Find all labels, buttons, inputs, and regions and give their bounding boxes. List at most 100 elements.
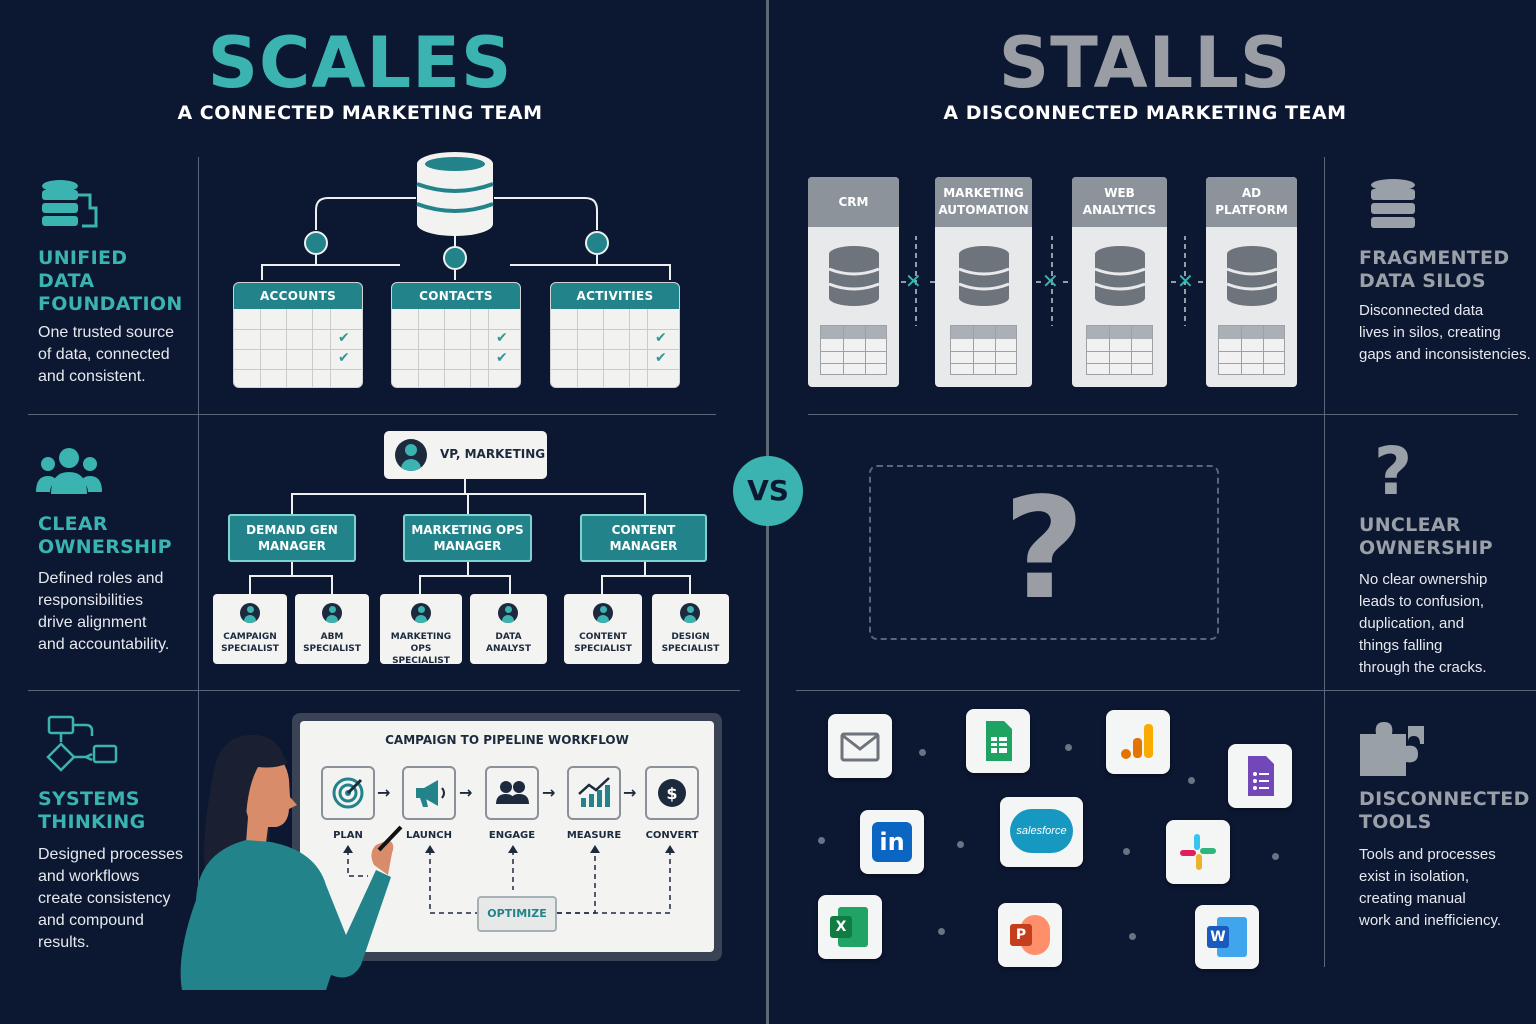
team-icon [36, 448, 102, 494]
megaphone-icon [416, 780, 445, 807]
central-database-icon [416, 152, 494, 236]
measure-step [567, 766, 621, 820]
demand-gen-manager-box: DEMAND GEN MANAGER [228, 514, 356, 562]
presenter-illustration [180, 734, 403, 990]
right-row-divider-2 [796, 690, 1536, 691]
engage-label: ENGAGE [488, 830, 536, 841]
database-icon [958, 246, 1010, 306]
campaign-specialist-card: CAMPAIGN SPECIALIST [213, 594, 287, 664]
powerpoint-icon: P [1010, 924, 1032, 946]
workflow-title: CAMPAIGN TO PIPELINE WORKFLOW [385, 733, 629, 747]
avatar [680, 603, 700, 623]
vp-marketing-label: VP, MARKETING [440, 447, 546, 461]
google-analytics-tile [1106, 710, 1170, 774]
launch-step [402, 766, 456, 820]
web-analytics-silo: WEB ANALYTICS [1072, 177, 1167, 387]
plan-label: PLAN [333, 830, 363, 841]
sheets-icon [986, 721, 1012, 761]
linkedin-icon: in [872, 822, 912, 862]
optimize-box: OPTIMIZE [477, 896, 557, 932]
disconnected-tools-desc: Tools and processes exist in isolation, … [1359, 846, 1502, 929]
unclear-ownership-heading: UNCLEAR OWNERSHIP [1359, 514, 1493, 559]
contacts-table: CONTACTS ✔ ✔ [391, 282, 521, 388]
content-manager-box: CONTENT MANAGER [580, 514, 707, 562]
scatter-dot [919, 749, 926, 756]
avatar [240, 603, 260, 623]
word-tile: W [1195, 905, 1259, 969]
google-sheets-tile [966, 709, 1030, 773]
target-icon [332, 777, 364, 809]
question-mark-icon: ? [1003, 468, 1085, 631]
slack-tile [1166, 820, 1230, 884]
analytics-icon [1121, 724, 1153, 759]
scatter-dot [1272, 853, 1279, 860]
clear-ownership-heading: CLEAR OWNERSHIP [38, 513, 172, 558]
ad-platform-silo: AD PLATFORM [1206, 177, 1297, 387]
dollar-icon: $ [658, 779, 686, 807]
scatter-dot [957, 841, 964, 848]
excel-tile: X [818, 895, 882, 959]
accounts-table: ACCOUNTS ✔ ✔ [233, 282, 363, 388]
scatter-dot [1065, 744, 1072, 751]
database-icon [1094, 246, 1146, 306]
right-column-divider [1324, 157, 1325, 967]
google-forms-tile [1228, 744, 1292, 808]
ad-platform-silo-label: AD PLATFORM [1206, 177, 1297, 227]
chart-icon [578, 777, 610, 807]
scales-subtitle: A CONNECTED MARKETING TEAM [177, 102, 543, 124]
left-column-divider [198, 157, 199, 990]
word-icon: W [1207, 926, 1229, 948]
marketing-ops-specialist-card: MARKETING OPS SPECIALIST [380, 594, 462, 666]
salesforce-icon: salesforce [1010, 809, 1073, 853]
flowchart-icon [46, 715, 118, 772]
table-icon [1218, 325, 1285, 375]
table-icon [1086, 325, 1153, 375]
clear-ownership-desc: Defined roles and responsibilities drive… [38, 570, 170, 653]
arrow-right-icon: → [459, 783, 473, 802]
right-row-divider-1 [808, 414, 1518, 415]
table-icon [950, 325, 1017, 375]
left-row-divider-1 [28, 414, 716, 415]
design-specialist-label: DESIGN SPECIALIST [661, 632, 720, 654]
stalls-title: STALLS [998, 22, 1292, 104]
measure-label: MEASURE [566, 830, 622, 841]
campaign-specialist-label: CAMPAIGN SPECIALIST [221, 632, 279, 654]
scatter-dot [1123, 848, 1130, 855]
mail-icon [840, 732, 880, 762]
marketing-ops-specialist-label: MARKETING OPS SPECIALIST [390, 632, 452, 666]
systems-thinking-desc: Designed processes and workflows create … [38, 846, 183, 951]
unified-data-desc: One trusted source of data, connected an… [38, 324, 175, 385]
unclear-ownership-desc: No clear ownership leads to confusion, d… [1359, 571, 1488, 676]
powerpoint-tile: P [998, 903, 1062, 967]
stalls-subtitle: A DISCONNECTED MARKETING TEAM [943, 102, 1347, 124]
arrow-right-icon: → [542, 783, 556, 802]
check-icon: ✔ [655, 350, 667, 366]
crm-silo: CRM [808, 177, 899, 387]
check-icon: ✔ [496, 350, 508, 366]
linkedin-tile: in [860, 810, 924, 874]
systems-thinking-heading: SYSTEMS THINKING [38, 788, 146, 833]
broken-link-x-icon: ✕ [1177, 269, 1194, 293]
marketing-automation-silo-label: MARKETING AUTOMATION [935, 177, 1032, 227]
marketing-ops-manager-box: MARKETING OPS MANAGER [403, 514, 532, 562]
avatar [498, 603, 518, 623]
scatter-dot [1188, 777, 1195, 784]
empty-ownership-box [869, 465, 1219, 640]
puzzle-piece-icon [1360, 722, 1424, 776]
data-analyst-card: DATA ANALYST [470, 594, 547, 664]
convert-step: $ [645, 766, 699, 820]
optimize-loop-lines [343, 845, 675, 914]
fragmented-silos-desc: Disconnected data lives in silos, creati… [1359, 302, 1531, 363]
avatar [395, 439, 427, 471]
people-icon [496, 781, 529, 804]
accounts-table-header: ACCOUNTS [234, 283, 362, 309]
arrow-right-icon: → [377, 783, 391, 802]
scatter-dot [818, 837, 825, 844]
forms-icon [1248, 756, 1274, 796]
contacts-table-header: CONTACTS [392, 283, 520, 309]
fragmented-silos-heading: FRAGMENTED DATA SILOS [1359, 247, 1510, 292]
arrow-right-icon: → [623, 783, 637, 802]
vs-badge: VS [733, 456, 803, 526]
scatter-dot [1129, 933, 1136, 940]
database-icon [42, 180, 98, 228]
